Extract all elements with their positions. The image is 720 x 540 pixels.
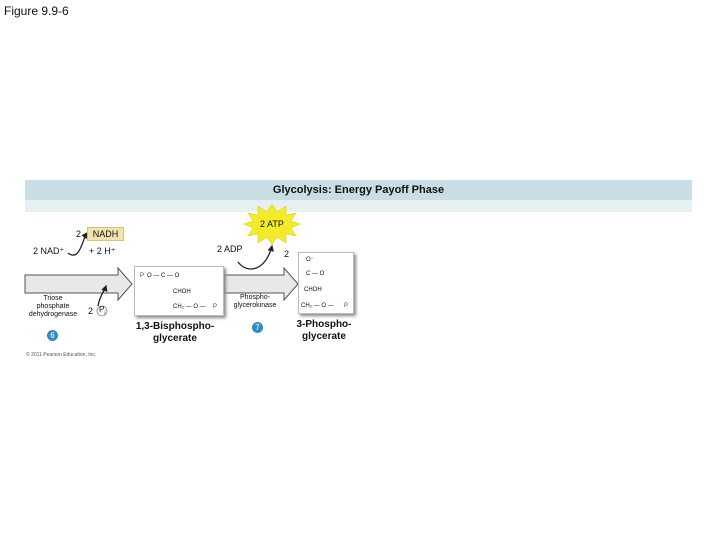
molecule-2-top: O⁻ — [306, 257, 314, 263]
molecule-1-row-2: CHOH — [173, 289, 191, 295]
molecule-1-structure: O — C — O CHOH CH₂ — O — P P — [134, 266, 224, 316]
nad-curve-arrow — [67, 231, 88, 256]
molecule-1-name-line-1: 1,3-Bisphospho- — [135, 321, 215, 332]
enzyme-2-line-1: Phospho- — [240, 294, 270, 301]
title-banner — [25, 180, 692, 200]
enzyme-1-line-2: phosphate — [36, 303, 70, 310]
adp-curve-arrow — [237, 244, 274, 270]
pi-count: 2 — [88, 306, 94, 316]
molecule-1-row-1: O — C — O — [147, 273, 180, 279]
diagram-title: Glycolysis: Energy Payoff Phase — [272, 184, 445, 196]
banner-shade — [25, 200, 692, 212]
reaction-arrow-1 — [24, 266, 133, 302]
molecule-2-p: P — [344, 303, 349, 309]
nad-plus-label: 2 NAD⁺ — [33, 246, 65, 256]
enzyme-1-line-3: dehydrogenase — [28, 311, 78, 318]
figure-label: Figure 9.9-6 — [4, 4, 69, 18]
enzyme-triose-phosphate-dehydrogenase: Triose phosphate dehydrogenase — [22, 295, 84, 319]
nadh-box: NADH — [87, 227, 124, 241]
molecule-1-name: 1,3-Bisphospho- glycerate — [120, 321, 230, 345]
enzyme-phosphoglycerokinase: Phospho- glycerokinase — [222, 294, 288, 310]
molecule-2-name-line-2: glycerate — [302, 331, 346, 342]
pi-circle — [96, 305, 108, 317]
enzyme-2-line-2: glycerokinase — [233, 302, 277, 309]
molecule-1-row-3: CH₂ — O — — [173, 304, 206, 310]
atp-label: 2 ATP — [260, 219, 284, 229]
step-badge-7: 7 — [252, 322, 263, 333]
copyright-notice: © 2011 Pearson Education, Inc. — [26, 352, 97, 358]
molecule-2-row-2: CHOH — [304, 287, 322, 293]
molecule-2-structure: O⁻ C — O CHOH CH₂ — O — P — [298, 252, 354, 314]
adp-label: 2 ADP — [217, 244, 243, 254]
step-badge-6: 6 — [47, 330, 58, 341]
pi-letter: P — [99, 305, 105, 314]
h-plus-label: + 2 H⁺ — [89, 246, 116, 256]
reaction-arrow-2 — [223, 266, 299, 302]
pi-curve-arrow — [97, 284, 108, 307]
molecule-1-p-left: P — [140, 273, 145, 279]
molecule-2-row-3: CH₂ — O — — [301, 303, 334, 309]
enzyme-1-line-1: Triose — [43, 295, 63, 302]
stoich-two-label: 2 — [284, 249, 290, 259]
nadh-count: 2 — [76, 229, 82, 239]
pi-subscript: i — [104, 310, 106, 317]
molecule-2-row-1: C — O — [306, 271, 325, 277]
molecule-2-name: 3-Phospho- glycerate — [284, 319, 364, 343]
nadh-label: NADH — [92, 229, 119, 239]
molecule-1-p-right: P — [213, 304, 218, 310]
pi-symbol: Pi — [99, 305, 105, 317]
molecule-2-name-line-1: 3-Phospho- — [296, 319, 352, 330]
molecule-1-name-line-2: glycerate — [153, 333, 197, 344]
